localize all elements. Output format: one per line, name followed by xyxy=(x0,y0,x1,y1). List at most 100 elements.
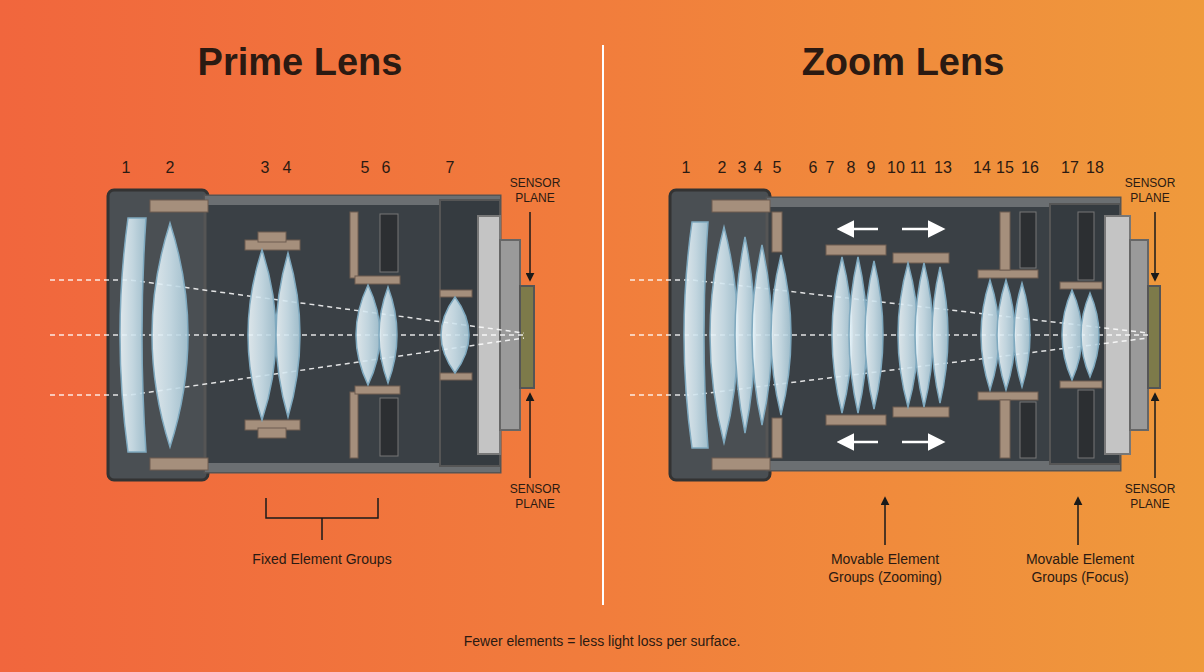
callout-number: 7 xyxy=(446,158,455,178)
lens-drawing-part xyxy=(771,255,791,415)
lens-drawing-part xyxy=(350,392,358,458)
lens-drawing-part xyxy=(108,190,208,480)
group-label: Movable Element Groups (Focus) xyxy=(1005,550,1155,586)
lens-drawing-part xyxy=(772,418,782,458)
group-label: Movable Element Groups (Zooming) xyxy=(810,550,960,586)
lens-drawing-part xyxy=(258,232,286,242)
lens-drawing-part xyxy=(380,214,398,272)
lens-drawing-part xyxy=(529,394,531,478)
lens-drawing-part xyxy=(520,286,534,388)
zoom-lens-figure xyxy=(630,190,1160,545)
callout-number: 4 xyxy=(754,158,763,178)
lens-drawing-part xyxy=(840,441,878,444)
lens-drawing-part xyxy=(884,498,886,545)
lens-drawing-part xyxy=(1062,290,1082,380)
lens-drawing-part xyxy=(1078,212,1094,280)
lens-drawing-part xyxy=(1060,282,1102,289)
lens-drawing-part xyxy=(529,212,531,478)
lens-drawing-part xyxy=(893,407,949,417)
sensor-label: SENSOR PLANE xyxy=(1115,482,1185,512)
lens-drawing-part xyxy=(1000,400,1010,458)
lens-drawing-part xyxy=(840,229,942,442)
lens-drawing-part xyxy=(840,228,878,231)
lens-drawing-part xyxy=(1154,394,1156,478)
lens-drawing-part xyxy=(248,250,276,420)
callout-number: 2 xyxy=(166,158,175,178)
callout-number: 3 xyxy=(261,158,270,178)
lens-drawing-part xyxy=(478,216,500,454)
lens-drawing-part xyxy=(356,285,380,385)
lens-drawing-part xyxy=(266,498,378,540)
lens-drawing-part xyxy=(893,253,949,263)
lens-drawing-part xyxy=(1081,293,1099,377)
callout-number: 18 xyxy=(1086,158,1104,178)
lens-drawing-part xyxy=(529,212,531,280)
callout-number: 13 xyxy=(934,158,952,178)
lens-drawing-part xyxy=(355,386,400,394)
lens-drawing-part xyxy=(752,245,772,425)
panel-heading: Zoom Lens xyxy=(802,38,1005,86)
sensor-label: SENSOR PLANE xyxy=(500,176,570,206)
caption-text: Fewer elements = less light loss per sur… xyxy=(464,632,741,650)
lens-drawing-part xyxy=(440,373,472,380)
callout-number: 5 xyxy=(773,158,782,178)
lens-drawing-part xyxy=(152,223,188,447)
lens-drawing-part xyxy=(712,200,1102,470)
lens-drawing-part xyxy=(865,261,883,409)
lens-drawing-part xyxy=(630,280,1148,395)
lens-drawing-part xyxy=(355,276,400,284)
lens-drawing-part xyxy=(826,245,886,255)
callout-number: 2 xyxy=(718,158,727,178)
lens-drawing-part xyxy=(767,198,1120,470)
callout-number: 1 xyxy=(682,158,691,178)
lens-drawing-part xyxy=(902,441,942,444)
sensor-label: SENSOR PLANE xyxy=(500,482,570,512)
lens-drawing-part xyxy=(440,200,500,466)
prime-lens-figure xyxy=(50,190,534,540)
lens-drawing-part xyxy=(120,218,146,452)
lens-drawing-part xyxy=(684,222,708,448)
group-label: Fixed Element Groups xyxy=(252,550,391,568)
callout-number: 10 xyxy=(887,158,905,178)
lens-drawing-part xyxy=(276,253,300,417)
divider-line xyxy=(602,45,604,605)
lens-drawing-part xyxy=(1014,283,1030,387)
callout-number: 3 xyxy=(738,158,747,178)
lens-drawing-part xyxy=(915,263,933,407)
lens-drawing-part xyxy=(350,212,358,278)
lens-drawing-part xyxy=(1000,212,1010,270)
lens-drawing-part xyxy=(150,200,208,212)
callout-number: 11 xyxy=(910,158,927,178)
lens-drawing-part xyxy=(205,196,500,472)
lens-drawing-part xyxy=(1060,381,1102,388)
callout-number: 16 xyxy=(1021,158,1039,178)
lens-drawing-part xyxy=(710,227,738,443)
callout-number: 6 xyxy=(809,158,818,178)
lens-drawing-part xyxy=(1078,390,1094,458)
lens-drawing-part xyxy=(380,214,398,456)
callout-number: 14 xyxy=(973,158,991,178)
lens-drawing-part xyxy=(997,280,1015,390)
callout-number: 7 xyxy=(826,158,835,178)
lens-drawing-part xyxy=(1154,212,1156,280)
callout-number: 6 xyxy=(382,158,391,178)
lens-drawing-part xyxy=(712,200,770,212)
lens-drawing-part xyxy=(684,222,1099,448)
lens-drawing-part xyxy=(150,200,472,470)
callout-number: 9 xyxy=(867,158,876,178)
lens-drawing-part xyxy=(772,212,782,252)
callout-number: 15 xyxy=(996,158,1014,178)
lens-drawing-part xyxy=(120,218,469,452)
lens-drawing-part xyxy=(1148,286,1160,388)
lens-drawing-part xyxy=(380,398,398,456)
callout-number: 17 xyxy=(1061,158,1079,178)
lens-drawing-part xyxy=(932,267,948,403)
lens-drawing-part xyxy=(258,428,286,438)
callout-number: 5 xyxy=(361,158,370,178)
lens-drawing-part xyxy=(826,415,886,425)
lens-drawing-part xyxy=(150,458,208,470)
callout-number: 1 xyxy=(122,158,131,178)
lens-drawing-part xyxy=(379,287,397,383)
lens-drawing-part xyxy=(712,458,770,470)
